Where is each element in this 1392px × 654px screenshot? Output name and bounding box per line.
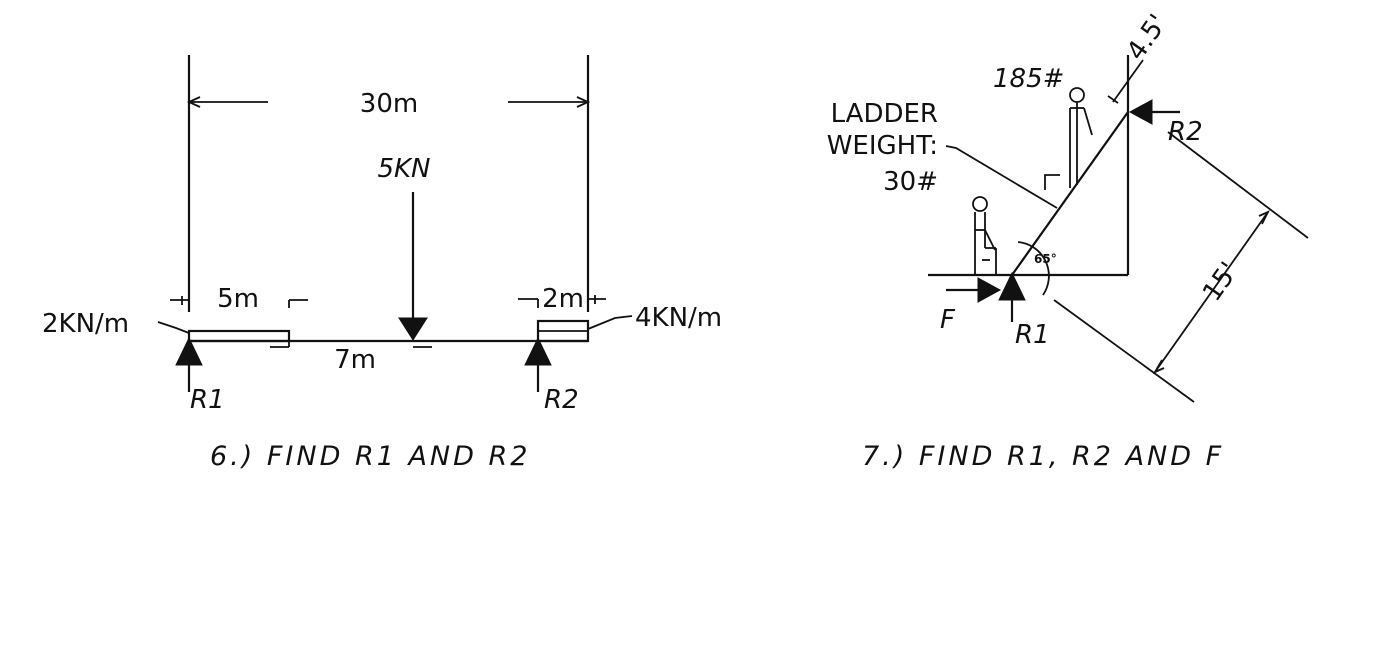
point-load-position-dimension bbox=[270, 338, 432, 348]
right-udl-leader bbox=[587, 315, 633, 330]
ladder-weight-line2: WEIGHT: bbox=[827, 131, 938, 161]
left-reaction-label: R1 bbox=[190, 385, 225, 415]
right-udl-length-label: 2m bbox=[542, 284, 584, 314]
ladder-weight-line1: LADDER bbox=[831, 99, 938, 129]
bottom-reaction-arrow bbox=[998, 271, 1026, 301]
left-udl-length-label: 5m bbox=[217, 284, 259, 314]
ladder-length-dimension bbox=[1053, 131, 1309, 403]
angle-label: 65° bbox=[1034, 252, 1057, 266]
right-udl-dimension bbox=[518, 295, 606, 308]
point-load-label: 5KN bbox=[377, 154, 430, 184]
left-udl-leader bbox=[157, 321, 190, 334]
beam-problem: 30m 5KN 2KN/m 5m 7m 4KN/m bbox=[42, 55, 722, 472]
person-weight-label: 185# bbox=[993, 64, 1064, 94]
seated-person-figure bbox=[972, 196, 997, 275]
point-load-position-label: 7m bbox=[334, 345, 376, 375]
span-dimension bbox=[186, 96, 591, 108]
ladder-length-label: 15' bbox=[1197, 257, 1245, 307]
ladder-problem: 65° LADDER WEIGHT: 30# 185# bbox=[827, 9, 1309, 472]
right-reaction-label: R2 bbox=[544, 385, 579, 415]
friction-label: F bbox=[940, 305, 956, 335]
ladder bbox=[1011, 111, 1129, 276]
problem7-caption: 7.) FIND R1, R2 AND F bbox=[862, 441, 1224, 472]
top-reaction-label: R2 bbox=[1168, 117, 1203, 147]
left-distributed-load bbox=[187, 329, 291, 343]
point-load-arrowhead bbox=[398, 317, 428, 341]
top-reaction-arrowhead bbox=[1128, 99, 1153, 125]
span-label: 30m bbox=[360, 89, 418, 119]
ladder-weight-leader bbox=[945, 145, 1058, 209]
angle-arc bbox=[1017, 241, 1050, 296]
right-udl-label: 4KN/m bbox=[635, 303, 722, 333]
climbing-person-figure bbox=[1044, 87, 1093, 190]
problem6-caption: 6.) FIND R1 AND R2 bbox=[210, 441, 530, 472]
bottom-reaction-label: R1 bbox=[1015, 320, 1050, 350]
left-udl-dimension bbox=[170, 296, 308, 308]
friction-arrowhead bbox=[977, 277, 1002, 303]
left-udl-label: 2KN/m bbox=[42, 309, 129, 339]
top-offset-dimension bbox=[1112, 59, 1144, 103]
ladder-weight-line3: 30# bbox=[883, 167, 938, 197]
